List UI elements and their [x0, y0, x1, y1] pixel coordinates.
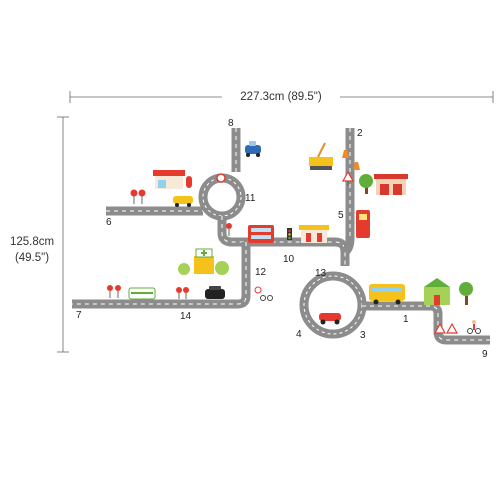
road-2-5: [341, 128, 355, 256]
hospital-icon: [178, 248, 229, 275]
traffic-cone-icon: [342, 150, 360, 170]
segment-number-11: 11: [245, 193, 256, 204]
crane-truck-icon: [309, 142, 333, 170]
no-entry-sign-icon: [130, 173, 232, 236]
segment-numbers: 1 2 3 4 5 6 7 8 9 10 11 12 13 14: [76, 118, 488, 360]
segment-number-6: 6: [106, 217, 112, 228]
traffic-light-icon: [287, 228, 292, 240]
segment-number-4: 4: [296, 329, 302, 340]
ambulance-icon: [128, 287, 156, 300]
road-1-9: [362, 301, 490, 345]
road-network: [72, 128, 490, 345]
segment-number-2: 2: [357, 128, 363, 139]
school-building-icon: [424, 278, 473, 305]
road-signs-lower: [107, 285, 189, 299]
shop-icon: [153, 170, 185, 189]
width-label: 227.3cm (89.5"): [240, 91, 322, 103]
segment-number-7: 7: [76, 310, 82, 321]
segment-number-12: 12: [255, 267, 267, 278]
height-dimension: 125.8cm (49.5"): [3, 116, 69, 353]
tree-icon: [359, 174, 373, 194]
segment-number-1: 1: [403, 314, 409, 325]
width-dimension: 227.3cm (89.5"): [69, 88, 494, 104]
bicycle-sign-icon: [254, 286, 273, 301]
height-label-cm: 125.8cm: [10, 236, 54, 248]
petrol-station-icon: [299, 225, 329, 243]
height-label-in: (49.5"): [15, 252, 49, 264]
warning-sign-icon: [341, 170, 355, 186]
segment-number-10: 10: [283, 254, 295, 265]
black-cab-icon: [205, 286, 225, 299]
fire-engine-icon: [356, 210, 370, 238]
segment-number-13: 13: [315, 268, 327, 279]
postbox-icon: [186, 176, 192, 188]
segment-number-9: 9: [482, 349, 488, 360]
race-car-icon: [319, 313, 341, 325]
taxi-icon: [173, 196, 193, 207]
segment-number-5: 5: [338, 210, 344, 221]
segment-number-3: 3: [360, 330, 366, 341]
roundabout-11: [198, 173, 246, 221]
fire-station-icon: [374, 174, 408, 195]
roundabout-lower: [299, 271, 367, 339]
school-bus-icon: [369, 284, 405, 305]
segment-number-14: 14: [180, 311, 192, 322]
police-car-icon: [245, 141, 261, 157]
road-signs-right: [433, 322, 459, 334]
double-decker-bus-icon: [248, 225, 274, 243]
segment-number-8: 8: [228, 118, 234, 129]
road-12: [72, 242, 251, 309]
cyclist-icon: [467, 320, 481, 334]
